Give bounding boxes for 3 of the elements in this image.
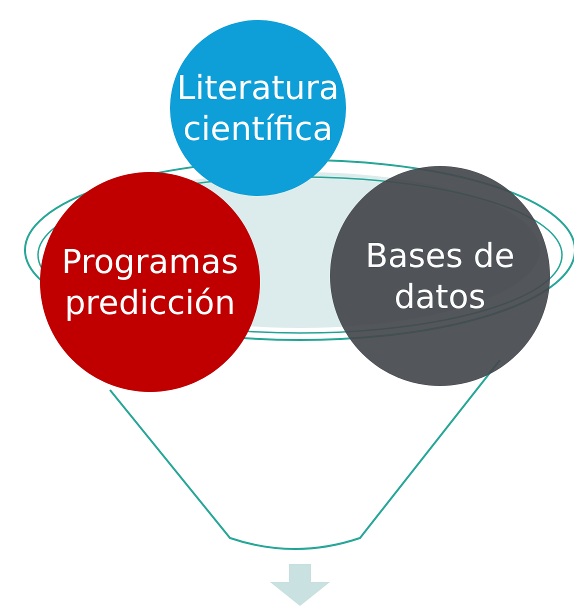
circle-node: Programas predicción — [40, 172, 260, 392]
circle-node: Literatura científica — [170, 20, 346, 196]
circle-node: Bases de datos — [330, 166, 550, 386]
